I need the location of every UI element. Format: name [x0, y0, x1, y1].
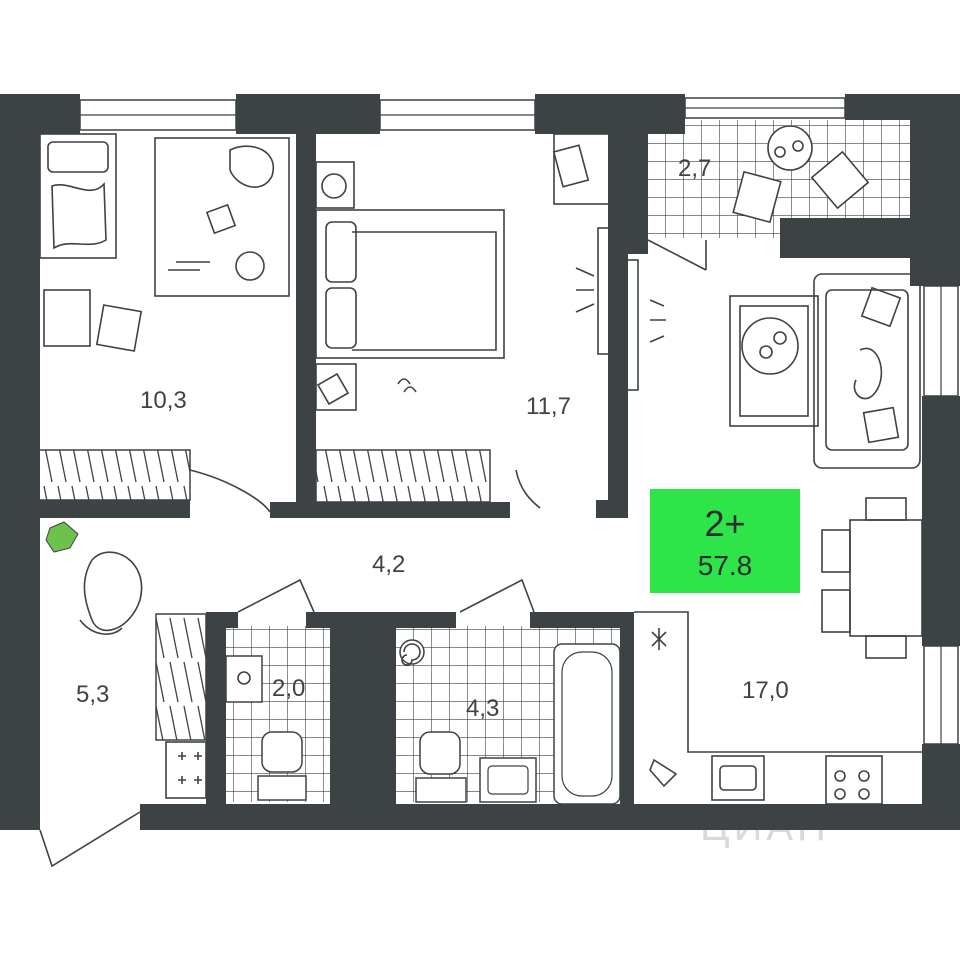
- room-area-bathroom: 4,3: [466, 695, 499, 722]
- bedroom-left-furniture: [37, 133, 290, 501]
- entrance-furniture: [39, 469, 541, 868]
- balcony-furniture: [647, 125, 870, 271]
- toilet-fixtures: [225, 655, 307, 801]
- walls: [0, 94, 960, 830]
- room-area-bedroom-center: 11,7: [526, 393, 571, 420]
- room-area-kitchen-living: 17,0: [742, 677, 789, 704]
- total-area: 57.8: [698, 550, 753, 581]
- bathroom-fixtures: [399, 639, 621, 805]
- room-area-toilet: 2,0: [272, 675, 305, 702]
- room-area-balcony: 2,7: [678, 155, 711, 182]
- room-area-hallway: 4,2: [372, 551, 405, 578]
- room-count: 2+: [704, 503, 745, 544]
- bedroom-center-furniture: [315, 133, 611, 503]
- badge-background: [650, 489, 800, 593]
- room-area-entrance: 5,3: [76, 681, 109, 708]
- living-furniture: [623, 259, 923, 805]
- apartment-badge: 2+ 57.8: [650, 489, 800, 593]
- room-area-bedroom-left: 10,3: [140, 387, 187, 414]
